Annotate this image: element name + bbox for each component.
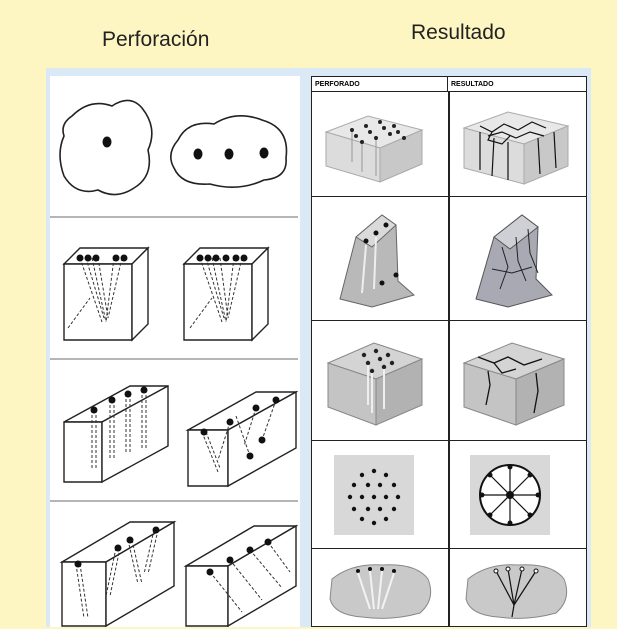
block-vertical-holes-icon: [50, 360, 298, 500]
circle-pattern-holes-icon: [334, 455, 414, 535]
divider: [50, 500, 298, 502]
table-row: [312, 320, 586, 440]
cube-split-icon: [462, 342, 566, 426]
column-divider: [448, 92, 450, 627]
slab-fractured-icon: [475, 214, 553, 308]
boulder-fan-holes-icon: [329, 564, 432, 619]
table-row: [312, 440, 586, 548]
block-grid-holes-icon: [324, 115, 424, 183]
slab-holes-icon: [339, 214, 416, 308]
table-header-drilled: PERFORADO: [312, 77, 448, 92]
table-header-result: RESULTADO: [448, 77, 586, 92]
block-inclined-holes-icon: [50, 502, 298, 627]
block-cracked-network-icon: [462, 111, 570, 185]
table-row: [312, 548, 586, 628]
divider: [50, 358, 298, 360]
heading-perforacion: Perforación: [102, 28, 210, 51]
table-row: [312, 196, 586, 320]
table-row: [312, 92, 586, 196]
result-table: PERFORADO RESULTADO: [311, 76, 587, 627]
boulder-fan-cracks-icon: [465, 564, 568, 619]
heading-resultado: Resultado: [411, 21, 506, 44]
boulder-holes-icon: [50, 76, 298, 216]
cube-holes-icon: [326, 342, 424, 426]
left-illustration-column: [50, 76, 300, 627]
block-fan-holes-icon: [50, 218, 298, 358]
circle-radial-cracks-icon: [470, 455, 550, 535]
divider: [50, 216, 298, 218]
